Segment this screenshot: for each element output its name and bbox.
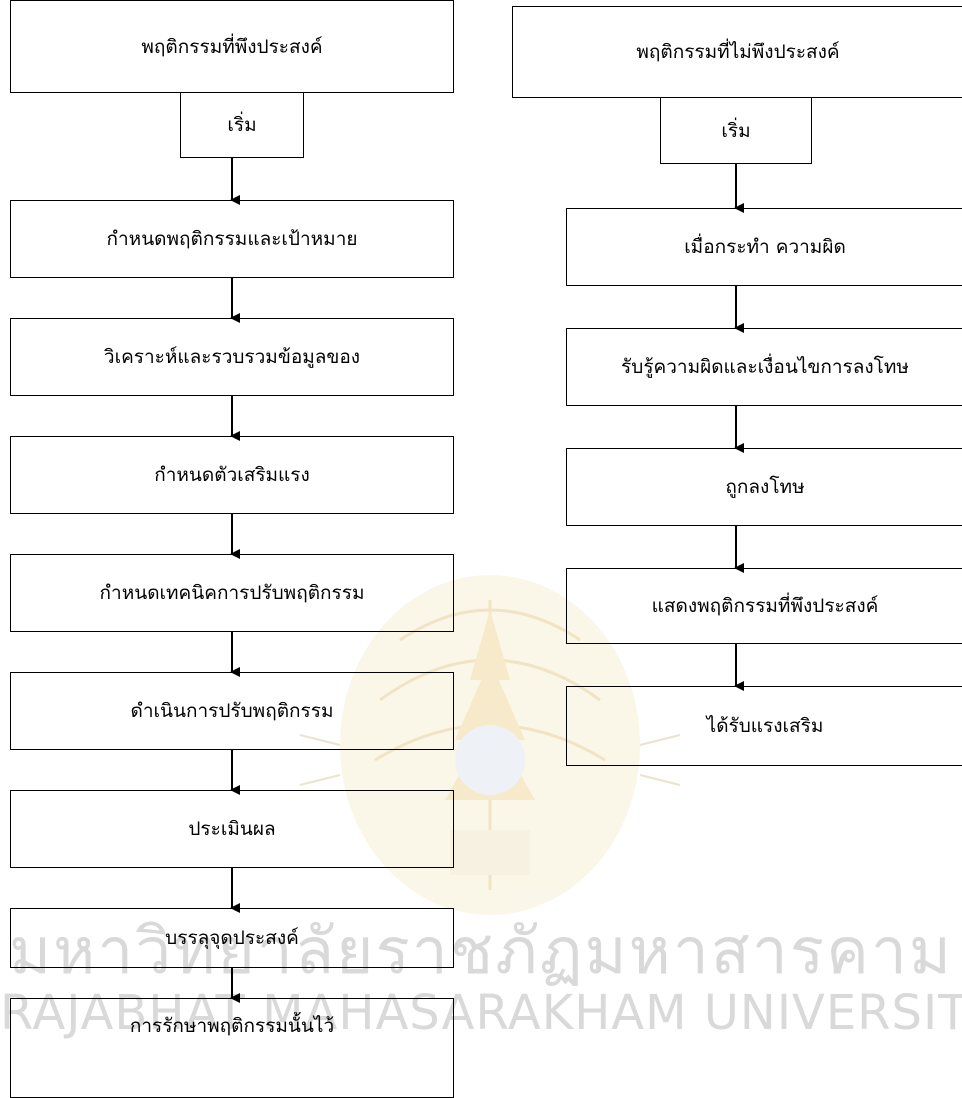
right-start-box: เริ่ม (660, 97, 812, 164)
left-step-6-box: ประเมินผล (10, 790, 454, 868)
left-step-2-box: วิเคราะห์และรวบรวมข้อมูลของ (10, 318, 454, 396)
right-step-2-box: รับรู้ความผิดและเงื่อนไขการลงโทษ (566, 328, 962, 406)
right-step-3-box: ถูกลงโทษ (566, 448, 962, 526)
watermark-thai-text: มหาวิทยาลัยราชภัฏมหาสารคาม (8, 915, 954, 989)
left-step-4-box: กำหนดเทคนิคการปรับพฤติกรรม (10, 554, 454, 632)
watermark-english-text: RAJABHAT MAHASARAKHAM UNIVERSITY (0, 985, 962, 1041)
right-step-5-box: ได้รับแรงเสริม (566, 686, 962, 766)
right-step-4-box: แสดงพฤติกรรมที่พึงประสงค์ (566, 568, 962, 644)
right-title-box: พฤติกรรมที่ไม่พึงประสงค์ (512, 6, 962, 98)
left-step-8-box: การรักษาพฤติกรรมนั้นไว้ (10, 998, 454, 1098)
left-step-1-box: กำหนดพฤติกรรมและเป้าหมาย (10, 200, 454, 278)
left-step-5-box: ดำเนินการปรับพฤติกรรม (10, 672, 454, 750)
left-step-7-box: บรรลุจุดประสงค์ (10, 908, 454, 968)
left-title-box: พฤติกรรมที่พึงประสงค์ (10, 0, 454, 93)
right-step-1-box: เมื่อกระทำ ความผิด (566, 208, 962, 286)
left-start-box: เริ่ม (180, 92, 304, 158)
left-step-3-box: กำหนดตัวเสริมแรง (10, 436, 454, 514)
